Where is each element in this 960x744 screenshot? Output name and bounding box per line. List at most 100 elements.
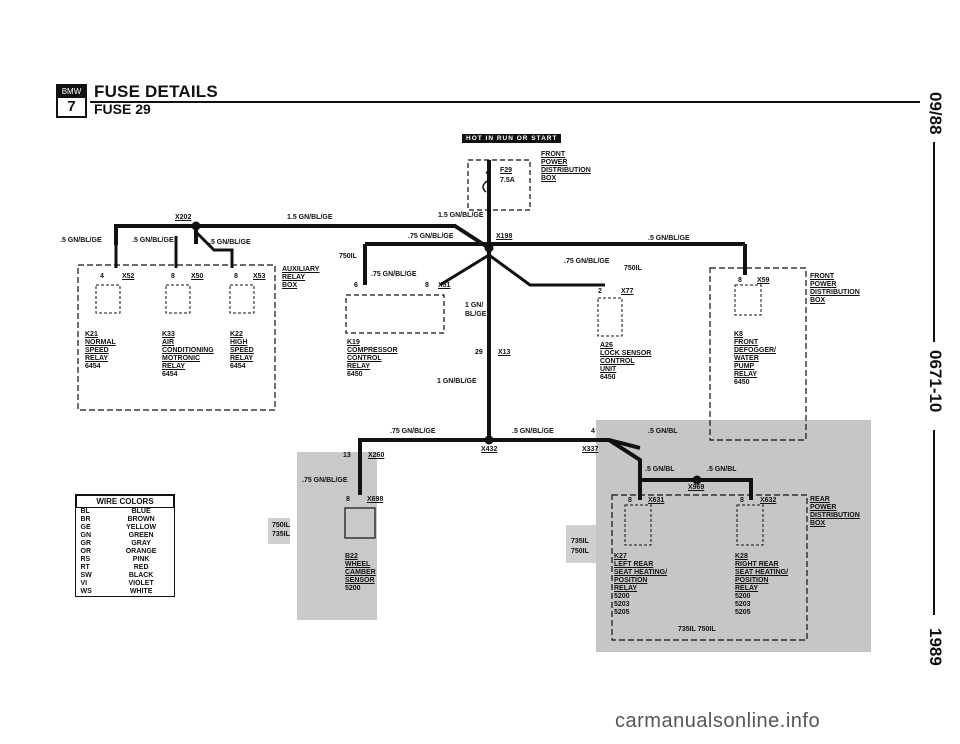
- wire-color-name: PINK: [132, 556, 150, 563]
- k33-id: K33: [162, 331, 175, 338]
- wire-label-1-x51: 1 GN/: [465, 302, 484, 309]
- shaded-area-right: [596, 420, 871, 652]
- k28-line3: POSITION: [735, 577, 769, 584]
- splice-x969: [692, 475, 702, 485]
- wire-color-code: RS: [80, 556, 91, 563]
- k8-line5: RELAY: [734, 371, 758, 378]
- wire-label-5-left: .5 GN/BL/GE: [60, 237, 102, 244]
- k21-ref: 6454: [85, 363, 101, 370]
- arb-line2: RELAY: [282, 274, 306, 281]
- connector-x698: X698: [367, 496, 384, 503]
- connector-x50: X50: [191, 273, 204, 280]
- b22-ref: 5200: [345, 585, 361, 592]
- component-k22: K22 HIGH SPEED RELAY 6454: [230, 331, 254, 371]
- bmw-logo: BMW 7: [56, 84, 87, 118]
- k19-line2: CONTROL: [347, 355, 382, 362]
- b22-sensor-outline: [344, 507, 376, 539]
- rpb-line1: REAR: [810, 496, 830, 503]
- side-rule-2: [933, 430, 935, 615]
- model-750-b: 750IL: [624, 265, 642, 272]
- a26-line3: UNIT: [600, 366, 617, 373]
- wire-label-1-x51b: BL/GE: [465, 311, 487, 318]
- connector-x198: X198: [496, 233, 513, 240]
- k19-outline: [345, 294, 445, 334]
- connector-x77: X77: [621, 288, 634, 295]
- wire-color-code: GN: [80, 532, 92, 539]
- pin-x632: 8: [740, 497, 744, 504]
- wire-color-row: RS PINK: [77, 556, 174, 564]
- front-power-box-outline: [709, 267, 807, 441]
- connector-x53: X53: [253, 273, 266, 280]
- rpb-line2: POWER: [810, 504, 837, 511]
- k8-relay-outline: [734, 284, 762, 316]
- k21-id: K21: [85, 331, 98, 338]
- k28-ref1: 5200: [735, 593, 751, 600]
- fuse-symbol: [482, 171, 490, 193]
- wire-label-75-x51: .75 GN/BL/GE: [371, 271, 417, 278]
- component-k27: K27 LEFT REAR SEAT HEATING/ POSITION REL…: [614, 553, 667, 617]
- k27-line3: POSITION: [614, 577, 648, 584]
- k8-id: K8: [734, 331, 743, 338]
- x51-diag: [439, 253, 490, 287]
- connector-x52: X52: [122, 273, 135, 280]
- k22-relay-outline: [229, 284, 255, 314]
- wire-color-name: RED: [133, 564, 149, 571]
- wire-color-code: BR: [80, 516, 91, 523]
- wire-label-5-gnbl3: .5 GN/BL: [707, 466, 737, 473]
- k27-ref1: 5200: [614, 593, 630, 600]
- k21-line2: SPEED: [85, 347, 109, 354]
- connector-x202: X202: [175, 214, 192, 221]
- wire-color-row: VI VIOLET: [77, 580, 174, 588]
- connector-x631: X631: [648, 497, 665, 504]
- model-735-750: 735IL 750IL: [678, 626, 716, 633]
- shaded-label-mid: [566, 525, 598, 563]
- x77-diag: [488, 253, 605, 287]
- component-k21: K21 NORMAL SPEED RELAY 6454: [85, 331, 116, 371]
- k28-ref2: 5203: [735, 601, 751, 608]
- k19-line3: RELAY: [347, 363, 371, 370]
- wire-color-code: RT: [80, 564, 90, 571]
- k22-line1: HIGH: [230, 339, 248, 346]
- pin-x53: 8: [234, 273, 238, 280]
- k22-id: K22: [230, 331, 243, 338]
- wire-label-15-main: 1.5 GN/BL/GE: [287, 214, 333, 221]
- k19-id: K19: [347, 339, 360, 346]
- arb-line3: BOX: [282, 282, 298, 289]
- k22-line3: RELAY: [230, 355, 254, 362]
- a26-line2: CONTROL: [600, 358, 635, 365]
- k22-line2: SPEED: [230, 347, 254, 354]
- k33-line1: AIR: [162, 339, 175, 346]
- model-750-c: 750IL: [272, 522, 290, 529]
- fpb2-line4: BOX: [810, 297, 826, 304]
- fpb-line2: POWER: [541, 159, 568, 166]
- a26-ref: 6450: [600, 374, 616, 381]
- wire-color-name: GRAY: [131, 540, 151, 547]
- wire-color-code: VI: [80, 580, 88, 587]
- pin-x337: 4: [591, 428, 595, 435]
- k33-line3: MOTRONIC: [162, 355, 201, 362]
- wire-color-name: VIOLET: [128, 580, 154, 587]
- component-a26: A26 LOCK SENSOR CONTROL UNIT 6450: [600, 342, 651, 382]
- k33-relay-outline: [165, 284, 191, 314]
- rear-power-box-label: REAR POWER DISTRIBUTION BOX: [810, 496, 860, 528]
- component-k33: K33 AIR CONDITIONING MOTRONIC RELAY 6454: [162, 331, 214, 379]
- rpb-line3: DISTRIBUTION: [810, 512, 860, 519]
- b22-id: B22: [345, 553, 358, 560]
- wire-label-5-mid: .5 GN/BL/GE: [132, 237, 174, 244]
- x202-trunk-wire: [114, 224, 491, 250]
- connector-x13: X13: [498, 349, 511, 356]
- site-watermark: carmanualsonline.info: [615, 710, 821, 732]
- pin-x260: 13: [343, 452, 351, 459]
- side-year: 1989: [926, 628, 945, 666]
- a26-id: A26: [600, 342, 613, 349]
- wire-color-name: BROWN: [127, 516, 155, 523]
- connector-x969: X969: [688, 484, 705, 491]
- rear-power-box-outline: [611, 494, 808, 641]
- k8-ref: 6450: [734, 379, 750, 386]
- front-power-box-label-right: FRONT POWER DISTRIBUTION BOX: [810, 273, 860, 305]
- k27-line4: RELAY: [614, 585, 638, 592]
